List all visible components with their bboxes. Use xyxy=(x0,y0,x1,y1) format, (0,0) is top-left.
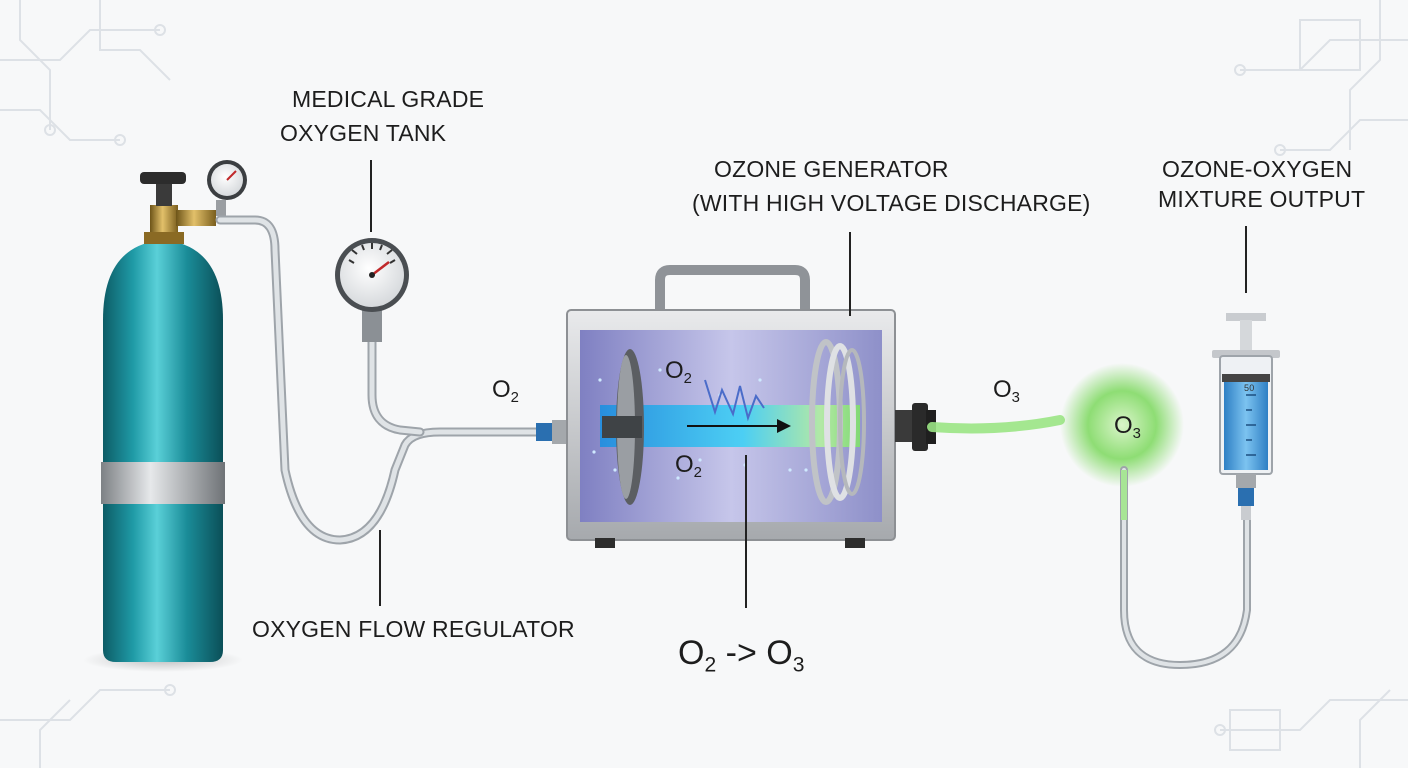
o2-lower-label: O2 xyxy=(675,451,702,482)
o2-upper-label: O2 xyxy=(665,357,692,388)
leader-lines xyxy=(370,160,1247,608)
output-label-line2: MIXTURE OUTPUT xyxy=(1158,186,1366,212)
discharge-zigzag xyxy=(704,379,765,422)
inlet-connector xyxy=(536,423,554,441)
o3-outlet-label: O3 xyxy=(993,376,1020,407)
syringe-scale-mark: 50 xyxy=(1244,383,1255,393)
tank-label-line1: MEDICAL GRADE xyxy=(292,86,485,112)
reaction-equation: O2 -> O3 xyxy=(678,634,805,677)
generator-label-line2: (WITH HIGH VOLTAGE DISCHARGE) xyxy=(692,190,1091,216)
o3-bubble-label: O3 xyxy=(1114,412,1141,443)
regulator-label: OXYGEN FLOW REGULATOR xyxy=(252,616,575,642)
o2-inlet-label: O2 xyxy=(492,376,519,407)
inlet-nozzle xyxy=(552,420,568,444)
pressure-gauge-icon xyxy=(335,238,409,342)
tank-valve xyxy=(140,172,226,244)
output-label-line1: OZONE-OXYGEN xyxy=(1162,156,1353,182)
gauge-icon xyxy=(207,160,247,200)
output-tube xyxy=(1120,466,1251,670)
ozone-bubble xyxy=(1060,363,1184,487)
tank-label-line2: OXYGEN TANK xyxy=(280,120,447,146)
generator-handle xyxy=(655,265,810,315)
ozone-generator-icon xyxy=(566,265,936,548)
ozone-output-flow xyxy=(927,415,1065,434)
generator-label-line1: OZONE GENERATOR xyxy=(714,156,949,182)
syringe-icon xyxy=(1212,313,1280,520)
oxygen-tank-icon xyxy=(101,240,225,662)
tank-band xyxy=(101,462,225,504)
